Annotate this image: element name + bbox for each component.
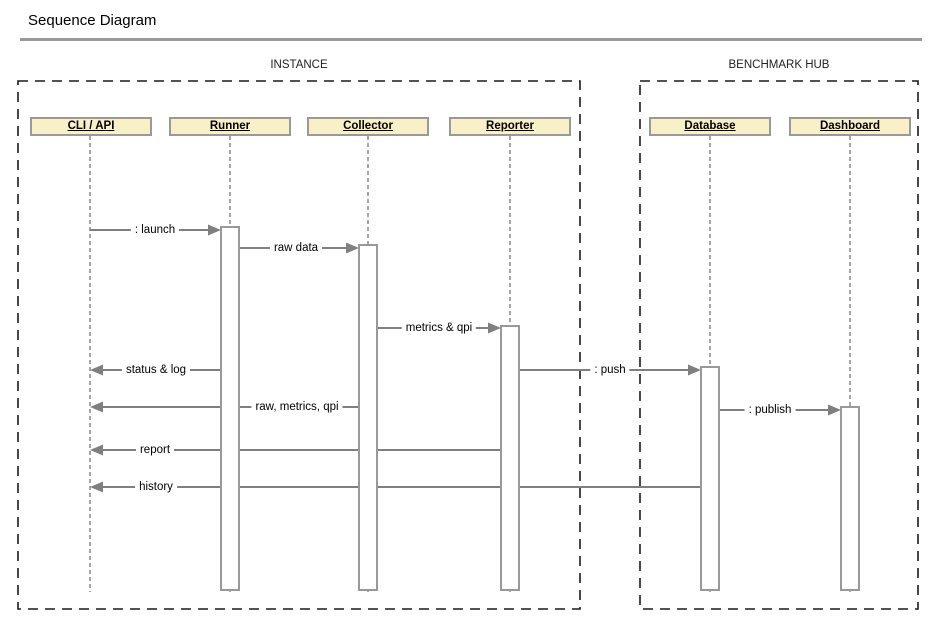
message-arrowhead: [90, 481, 103, 493]
message-arrowhead: [90, 401, 103, 413]
activation-bar-reporter: [500, 325, 520, 591]
activation-bar-collector: [358, 244, 378, 591]
frame-border-instance: [17, 80, 581, 610]
page-title: Sequence Diagram: [28, 12, 157, 29]
title-rule: [20, 38, 922, 41]
activation-bar-database: [700, 366, 720, 591]
message-arrowhead: [828, 404, 841, 416]
activation-bar-runner: [220, 226, 240, 591]
activation-bar-dashboard: [840, 406, 860, 591]
message-arrowhead: [90, 444, 103, 456]
message-arrowhead: [488, 322, 501, 334]
message-arrowhead: [346, 242, 359, 254]
message-arrowhead: [688, 364, 701, 376]
message-arrowhead: [90, 364, 103, 376]
frame-border-benchmark-hub: [639, 80, 919, 610]
message-arrowhead: [208, 224, 221, 236]
